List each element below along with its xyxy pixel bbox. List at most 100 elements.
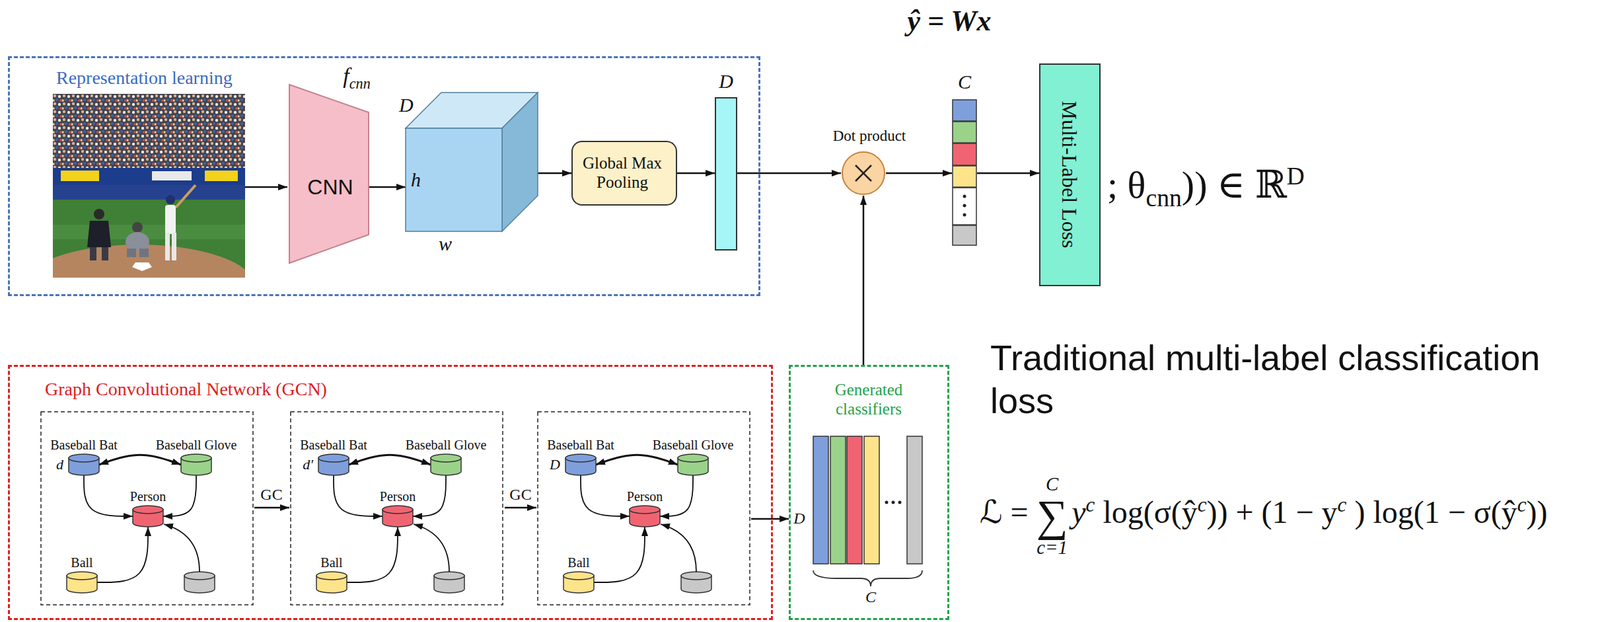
connector-arrow (163, 474, 197, 516)
graph-node-shape-part (629, 509, 660, 527)
output-wire (751, 517, 773, 520)
graph-node-text: Ball (567, 554, 590, 571)
graph-node-text: Person (626, 488, 663, 505)
graph-node-text: Ball (320, 554, 343, 571)
score-vector-shape-part (952, 187, 977, 225)
score-vector-shape-part (963, 204, 967, 208)
graph-node-text: Baseball Glove (652, 437, 734, 453)
loss-formula: ℒ =C∑c=1yclog(σ(ŷc)) + (1 − yc) log(1 − … (979, 474, 1548, 557)
classifier-panel-shape-part (813, 570, 923, 586)
graph-node-shape (68, 453, 100, 475)
function-name: fcnn (342, 62, 370, 93)
dot-product-op-shape-part (855, 165, 872, 182)
connector-arrow (862, 195, 865, 365)
graph-node-text: Baseball Glove (405, 437, 487, 453)
graph-node-shape-part (382, 509, 413, 527)
graph-layer-frame-part (290, 411, 503, 605)
baseball-photo-part (165, 204, 176, 234)
graph-node-text: Baseball Bat (50, 437, 118, 453)
baseball-photo-part (171, 232, 177, 261)
graph-node-shape-part (565, 457, 596, 475)
feature-map-cube-shape-part (405, 128, 503, 232)
loss-formula-stack: C∑c=1 (1036, 474, 1069, 557)
connector-arrow (737, 172, 841, 175)
representation-panel-text: Representation learning (56, 67, 233, 89)
baseball-photo-part (165, 194, 176, 205)
graph-node-text: Person (379, 488, 416, 505)
loss-formula-part: c (1517, 492, 1527, 516)
graph-node: Baseball Glove (677, 453, 709, 475)
baseball-photo-part (204, 170, 238, 182)
graph-node-text: Baseball Bat (299, 437, 368, 453)
graph-node-text: Ball (70, 554, 93, 571)
dot-product-op-shape (840, 150, 886, 196)
baseball-photo-part (175, 184, 196, 208)
graph-node-text: d (56, 455, 64, 473)
score-vector-shape-part (952, 99, 977, 121)
graph-node: Person (132, 505, 164, 527)
classifier-panel-shape-part (864, 436, 880, 564)
graph-node-shape-part (316, 575, 347, 593)
gcn-panel: Graph Convolutional Network (GCN) Basebal… (7, 364, 773, 620)
baseball-photo (52, 93, 246, 278)
formula-fragment-part: )) ∈ ℝ (1181, 163, 1287, 207)
graph-node: Baseball Glove (430, 453, 462, 475)
loss-formula-part: ℒ = (979, 494, 1029, 530)
graph-edge-unlabeled-part (413, 523, 450, 572)
feature-map-cube: Dhw (405, 92, 538, 232)
classifier-panel-shape-part (891, 500, 896, 505)
loss-formula-part: C (1045, 474, 1059, 494)
score-vector-shape-part (952, 143, 977, 166)
classifier-panel-shape (790, 366, 952, 622)
graph-node-shape-part (563, 575, 594, 593)
loss-formula-part: log(σ(ŷ (1102, 494, 1198, 530)
connector-arrow (83, 474, 133, 516)
graph-edge-unlabeled-part (660, 523, 697, 572)
graph-layer-frame-part (40, 411, 254, 605)
gc-arrow-part (254, 506, 290, 509)
score-vector-shape-part (952, 121, 977, 143)
representation-panel: Representation learningCNNDhwGlobal Max … (7, 56, 761, 296)
graph-node: Baseball Glove (181, 453, 212, 475)
feature-map-cube-text: w (438, 232, 452, 256)
unlabeled-graph-node (184, 571, 712, 593)
graph-node-shape-part (430, 457, 462, 475)
connector-arrow (333, 474, 383, 516)
score-vector-shape (951, 99, 978, 246)
graph-edge-unlabeled-part (163, 523, 200, 572)
loss-formula-part: c=1 (1036, 537, 1068, 557)
graph-layer-frame-part (537, 411, 750, 605)
classifier-panel-shape-part (885, 500, 889, 505)
graph-node-shape (382, 505, 413, 527)
connector-arrow (593, 526, 645, 582)
feature-vector-text: D (718, 70, 734, 94)
connector-arrow (97, 526, 148, 582)
connector-arrow (977, 172, 1040, 175)
baseball-photo-part (132, 262, 152, 271)
connector-arrow (677, 172, 715, 175)
graph-node: Person (382, 505, 413, 527)
graph-node-shape (565, 453, 596, 475)
loss-formula-part: c (1337, 492, 1347, 516)
graph-node-shape-part (66, 571, 98, 580)
graph-node-shape-part (677, 453, 709, 462)
feature-map-cube-shape-part (405, 92, 538, 129)
graph-node-shape-part (132, 505, 164, 514)
graph-node-shape (66, 571, 98, 593)
function-name-part: cnn (349, 75, 371, 92)
loss-formula-part: ) log(1 − σ(ŷ (1354, 494, 1517, 530)
connector-arrow (369, 186, 406, 189)
baseball-photo-part (52, 244, 246, 278)
connector-arrow (595, 454, 678, 465)
baseball-photo-part (52, 167, 246, 185)
connector-arrow (580, 474, 630, 516)
loss-formula-part: c (1086, 492, 1096, 516)
gc-arrow-part (504, 506, 537, 509)
gcn-panel-text: Graph Convolutional Network (GCN) (44, 378, 328, 400)
formula-fragment-part: cnn (1145, 183, 1182, 212)
baseball-photo-part (151, 171, 192, 181)
cnn-block-shape-part (289, 84, 369, 263)
graph-node-shape-part (132, 509, 164, 527)
